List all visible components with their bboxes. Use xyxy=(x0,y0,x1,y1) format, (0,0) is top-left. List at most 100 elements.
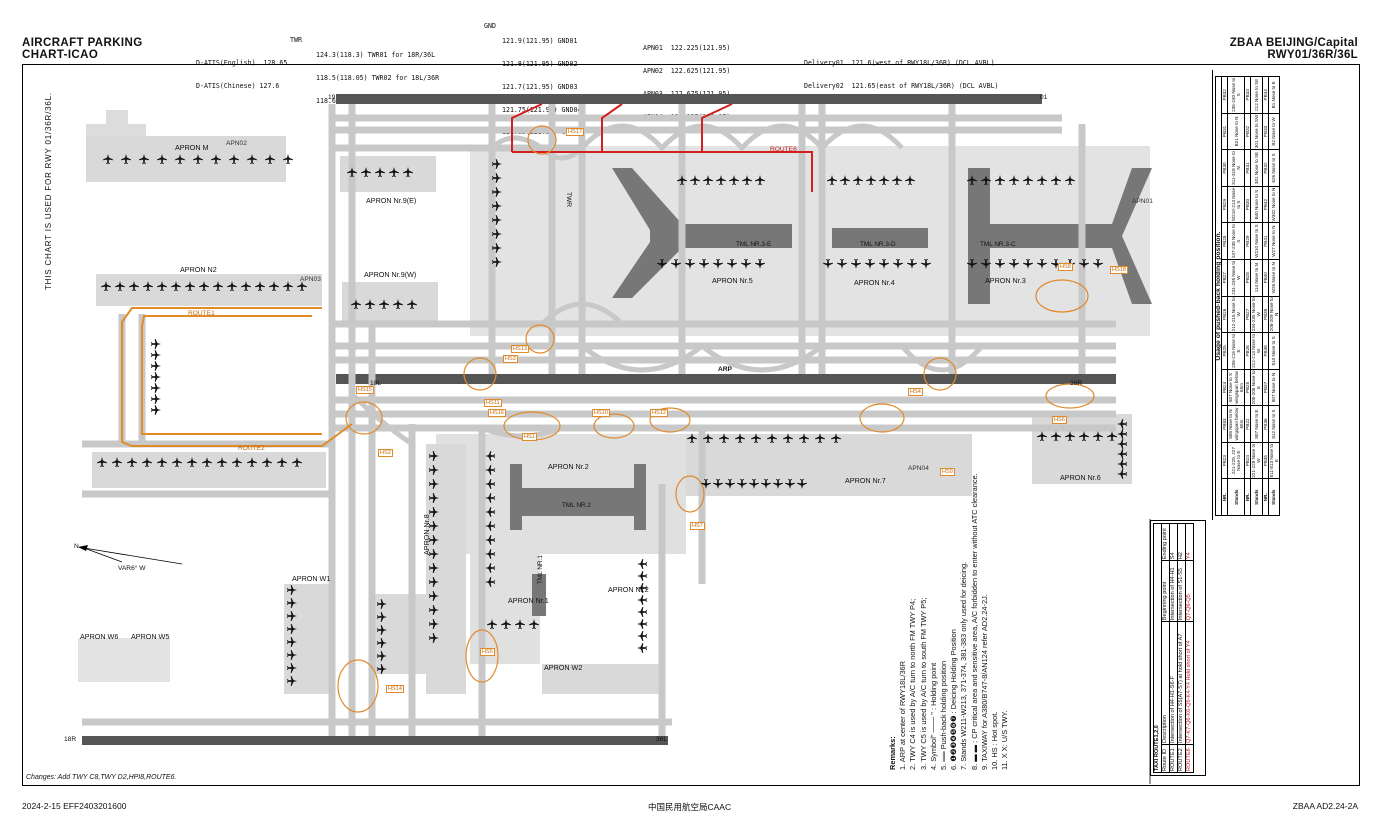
aircraft-stand-icon xyxy=(865,259,875,269)
hotspot-tag: HS4 xyxy=(908,388,923,396)
table-row: ROUTE2 Intersection of S5(A7-S7) at hold… xyxy=(1177,523,1186,773)
table-cell: 114 Nose to N xyxy=(1250,259,1263,297)
remark-item: 1. ARP at center of RWY18L/36R xyxy=(898,660,908,770)
aircraft-stand-icon xyxy=(741,259,751,269)
hotspot-tag: HS18 xyxy=(1110,266,1128,274)
aircraft-stand-icon xyxy=(981,175,991,185)
table-cell: 812 Nose to S xyxy=(1268,405,1280,443)
remark-item: 4. Symbol" ─── " : Holding point xyxy=(928,662,938,770)
taxi-route-table: TAXI ROUTE1,2,6 Route ID Description Beg… xyxy=(1150,520,1206,776)
aircraft-stand-icon xyxy=(407,299,417,309)
aircraft-stand-icon xyxy=(379,299,389,309)
aircraft-stand-icon xyxy=(151,405,161,415)
aircraft-stand-icon xyxy=(1093,259,1103,269)
apron-9w-area xyxy=(342,282,438,324)
aircraft-stand-icon xyxy=(485,479,495,489)
table-cell: ROUTE1 xyxy=(1169,744,1178,773)
apron-9w-label: APRON Nr.9(W) xyxy=(364,270,417,279)
runway-18l-label: 18L xyxy=(370,380,382,387)
aircraft-stand-icon xyxy=(699,259,709,269)
hotspot-tag: HS15 xyxy=(356,386,374,394)
aircraft-stand-icon xyxy=(232,457,242,467)
terminal-1-shape xyxy=(532,574,546,616)
aircraft-stand-icon xyxy=(735,433,745,443)
aircraft-stand-icon xyxy=(755,259,765,269)
aircraft-stand-icon xyxy=(637,643,647,653)
aircraft-stand-icon xyxy=(429,535,439,545)
aircraft-stand-icon xyxy=(185,281,195,291)
runway-18l-36r xyxy=(336,374,1116,384)
aircraft-stand-icon xyxy=(751,433,761,443)
aircraft-stand-icon xyxy=(157,281,167,291)
remark-item: 9. TAXIWAY for A380/B747-8/AN124 refer A… xyxy=(979,594,989,770)
aircraft-stand-icon xyxy=(995,259,1005,269)
table-cell: 808 Nose to N wingspan below 65m xyxy=(1227,405,1245,443)
aircraft-stand-icon xyxy=(429,549,439,559)
apron-2b-label: APRON Nr.2 xyxy=(608,585,649,594)
aircraft-stand-icon xyxy=(429,563,439,573)
remark-item: 8. ▬ ▬ : CP critical area and sensitive … xyxy=(969,473,979,770)
aircraft-stand-icon xyxy=(247,154,257,164)
aircraft-stand-icon xyxy=(262,457,272,467)
apron-3-label: APRON Nr.3 xyxy=(985,276,1026,285)
aircraft-stand-icon xyxy=(187,457,197,467)
aircraft-stand-icon xyxy=(151,339,161,349)
aircraft-stand-icon xyxy=(283,154,293,164)
table-cell: ROUTE6 xyxy=(1185,744,1194,773)
aircraft-stand-icon xyxy=(1093,431,1103,441)
hotspot-tag: HS12 xyxy=(650,409,668,417)
remarks-block: Remarks: 1. ARP at center of RWY18L/36R … xyxy=(888,473,1010,770)
aircraft-stand-icon xyxy=(1117,469,1127,479)
apn-zone-label: APN04 xyxy=(908,465,929,472)
aircraft-stand-icon xyxy=(1051,431,1061,441)
apron-west-lower xyxy=(92,452,326,488)
aircraft-stand-icon xyxy=(429,633,439,643)
table-cell: ROUTE2 xyxy=(1177,744,1186,773)
aircraft-stand-icon xyxy=(637,607,647,617)
aircraft-stand-icon xyxy=(1117,419,1127,429)
aircraft-stand-icon xyxy=(143,281,153,291)
hotspot-tag: HS5 xyxy=(480,648,495,656)
route-label: ROUTE6 xyxy=(770,146,797,153)
table-cell: 811-813 Nose to E xyxy=(1268,442,1280,479)
aircraft-stand-icon xyxy=(485,549,495,559)
aircraft-stand-icon xyxy=(893,259,903,269)
aircraft-stand-icon xyxy=(1117,439,1127,449)
aircraft-stand-icon xyxy=(837,259,847,269)
aircraft-stand-icon xyxy=(121,154,131,164)
aircraft-stand-icon xyxy=(199,281,209,291)
aircraft-stand-icon xyxy=(129,281,139,291)
aircraft-stand-icon xyxy=(785,479,795,489)
aircraft-stand-icon xyxy=(393,299,403,309)
table-cell: 237-238 Nose to S xyxy=(1227,222,1245,260)
aircraft-stand-icon xyxy=(377,664,387,674)
table-cell: S4 xyxy=(1169,523,1178,561)
twr-freq: 124.3(118.3) TWR01 for 18R/36L xyxy=(316,51,436,60)
apron-w2-area xyxy=(542,664,662,694)
aircraft-stand-icon xyxy=(151,394,161,404)
aircraft-stand-icon xyxy=(1051,259,1061,269)
chart-title-line2: CHART-ICAO xyxy=(22,49,99,61)
terminal-3d-label: TML NR.3-D xyxy=(860,241,896,248)
runway-36l-label: 36L xyxy=(656,736,668,743)
hotspot-tag: HS7 xyxy=(690,522,705,530)
aircraft-stand-icon xyxy=(492,243,502,253)
aircraft-stand-icon xyxy=(429,577,439,587)
aircraft-stand-icon xyxy=(247,457,257,467)
table-cell: W28 Nose to N xyxy=(1268,259,1280,297)
delivery-freq: Delivery02 121.65(east of RWY18L/36R) (D… xyxy=(804,81,999,90)
hotspot-circles xyxy=(337,125,1095,713)
aircraft-stand-icon xyxy=(1009,175,1019,185)
page-id: ZBAA AD2.24-2A xyxy=(1292,801,1358,811)
aircraft-stand-icon xyxy=(429,521,439,531)
apron-w2-label: APRON W2 xyxy=(544,663,583,672)
datis-freq: D-ATIS(English) 128.65 xyxy=(196,59,288,68)
aircraft-stand-icon xyxy=(501,619,511,629)
terminal-3c-label: TML NR.3-C xyxy=(980,241,1016,248)
remark-item: 6. ❶❷❸❹❺❻❼ : Deicing Holding Position xyxy=(949,629,959,770)
aircraft-stand-icon xyxy=(389,167,399,177)
apron-2-label: APRON Nr.2 xyxy=(548,462,589,471)
hotspot-tag: HS13 xyxy=(511,345,529,353)
aircraft-stand-icon xyxy=(127,457,137,467)
